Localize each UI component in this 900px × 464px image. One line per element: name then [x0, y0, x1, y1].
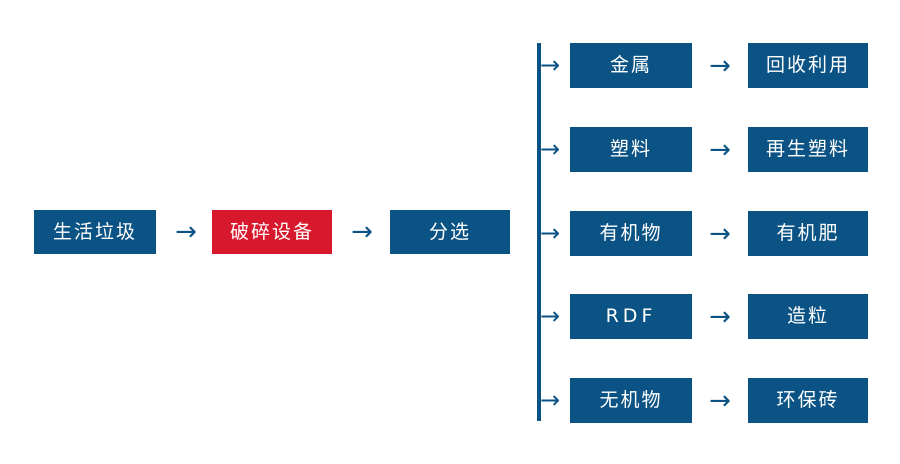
node-product-4[interactable]: 造粒 [748, 294, 868, 339]
node-fraction-4[interactable]: RDF [570, 294, 692, 339]
branch-arrow-row-3: → [540, 219, 561, 247]
node-fraction-5[interactable]: 无机物 [570, 378, 692, 423]
arrow-main-1-to-2: → [175, 217, 197, 247]
node-product-5[interactable]: 环保砖 [748, 378, 868, 423]
branch-arrow-row-2: → [540, 135, 561, 163]
arrow-main-2-to-3: → [351, 217, 373, 247]
node-fraction-2[interactable]: 塑料 [570, 127, 692, 172]
node-main-3[interactable]: 分选 [390, 210, 510, 254]
node-fraction-3[interactable]: 有机物 [570, 211, 692, 256]
arrow-row-4: → [709, 302, 731, 332]
node-product-3[interactable]: 有机肥 [748, 211, 868, 256]
branch-arrow-row-5: → [540, 386, 561, 414]
arrow-row-5: → [709, 386, 731, 416]
branch-arrow-row-1: → [540, 51, 561, 79]
arrow-row-2: → [709, 135, 731, 165]
arrow-row-3: → [709, 219, 731, 249]
node-product-2[interactable]: 再生塑料 [748, 127, 868, 172]
branch-arrow-row-4: → [540, 302, 561, 330]
branch-trunk-line [537, 43, 541, 421]
node-main-2[interactable]: 破碎设备 [212, 210, 332, 254]
arrow-row-1: → [709, 51, 731, 81]
node-main-1[interactable]: 生活垃圾 [34, 210, 156, 254]
node-fraction-1[interactable]: 金属 [570, 43, 692, 88]
node-product-1[interactable]: 回收利用 [748, 43, 868, 88]
